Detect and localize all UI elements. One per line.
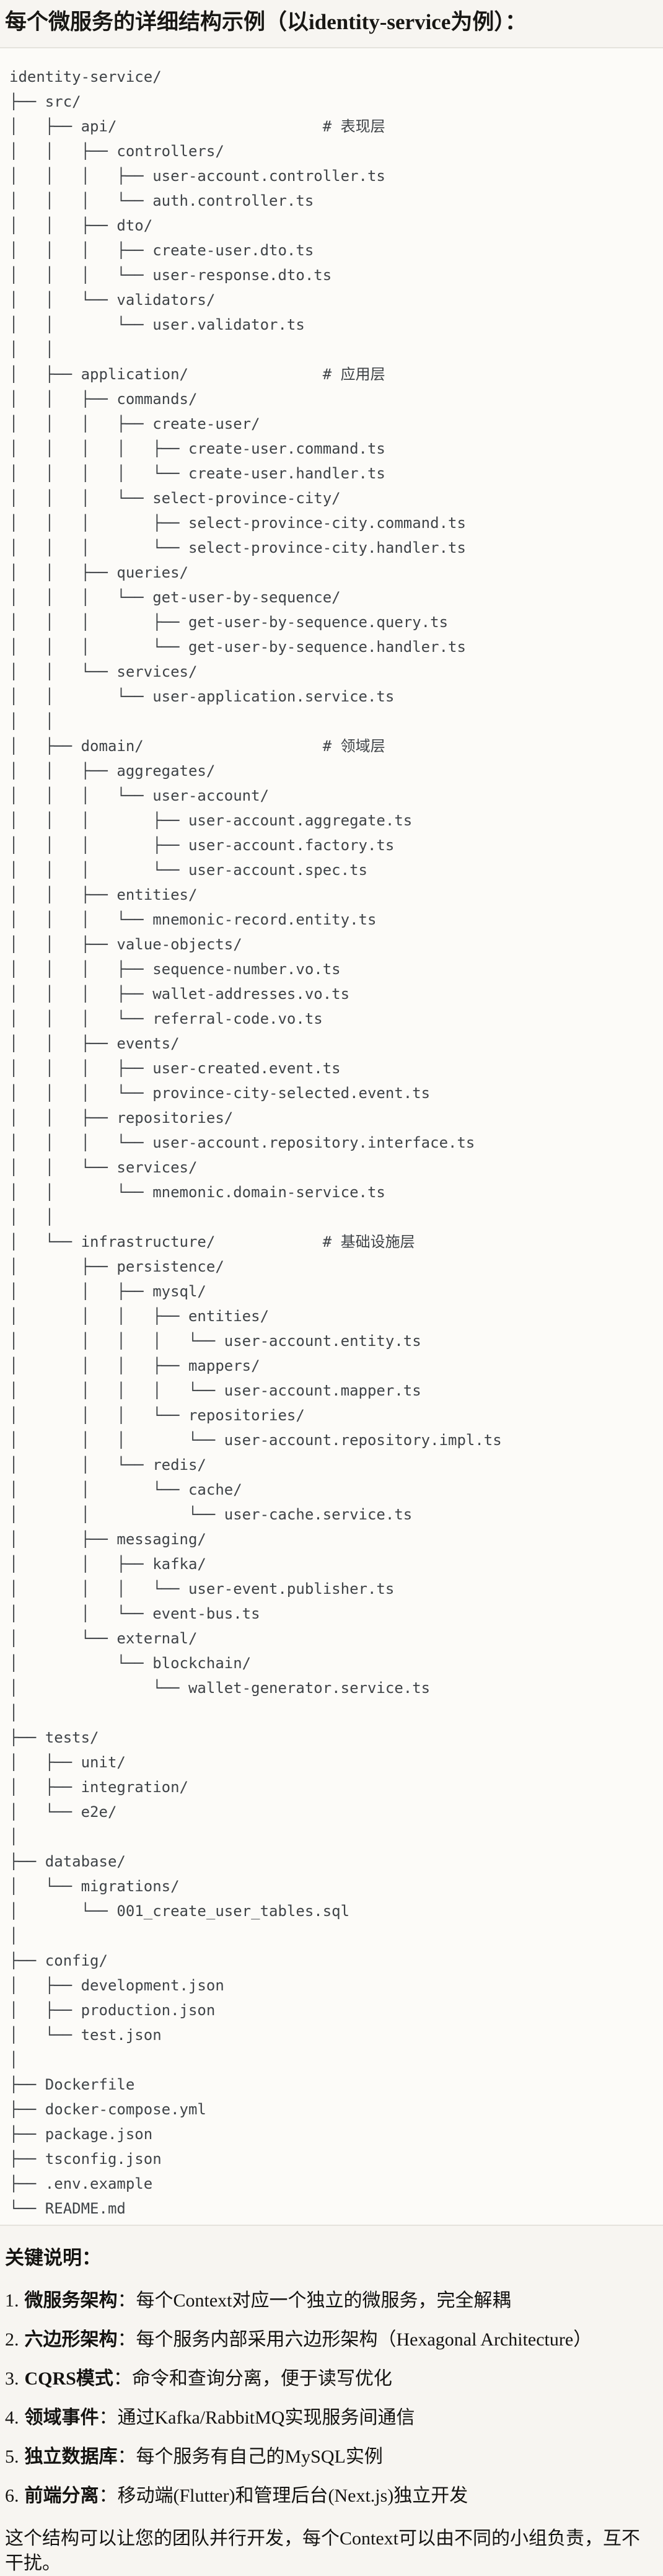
note-item-term: 六边形架构	[24, 2329, 118, 2350]
note-item-term: 前端分离	[24, 2486, 99, 2506]
note-item-description: 每个Context对应一个独立的微服务，完全解耦	[136, 2290, 511, 2311]
note-item-description: 每个服务内部采用六边形架构（Hexagonal Architecture）	[136, 2329, 592, 2350]
note-item-number: 1.	[5, 2290, 19, 2311]
note-item-colon: ：	[99, 2486, 118, 2506]
note-item-term: 领域事件	[24, 2407, 99, 2428]
notes-list: 1.微服务架构：每个Context对应一个独立的微服务，完全解耦 2.六边形架构…	[5, 2289, 656, 2508]
note-item-colon: ：	[99, 2407, 118, 2428]
page-title: 每个微服务的详细结构示例（以identity-service为例）：	[5, 10, 527, 34]
closing-paragraph: 这个结构可以让您的团队并行开发，每个Context可以由不同的小组负责，互不干扰…	[5, 2528, 640, 2574]
note-item: 3.CQRS模式：命令和查询分离，便于读写优化	[5, 2367, 656, 2391]
note-item-number: 6.	[5, 2486, 19, 2506]
key-notes-section: 关键说明： 1.微服务架构：每个Context对应一个独立的微服务，完全解耦 2…	[0, 2226, 663, 2576]
directory-tree: identity-service/ ├── src/ │ ├── api/ # …	[9, 68, 502, 2217]
note-item: 4.领域事件：通过Kafka/RabbitMQ实现服务间通信	[5, 2406, 656, 2430]
document-header: 每个微服务的详细结构示例（以identity-service为例）：	[0, 0, 663, 47]
note-item-description: 命令和查询分离，便于读写优化	[131, 2368, 392, 2389]
note-item-number: 4.	[5, 2407, 19, 2428]
note-item-term: 独立数据库	[24, 2446, 118, 2467]
note-item-colon: ：	[117, 2329, 136, 2350]
note-item: 5.独立数据库：每个服务有自己的MySQL实例	[5, 2445, 656, 2469]
note-item-number: 5.	[5, 2446, 19, 2467]
note-item-number: 2.	[5, 2329, 19, 2350]
note-item-number: 3.	[5, 2368, 19, 2389]
note-item: 1.微服务架构：每个Context对应一个独立的微服务，完全解耦	[5, 2289, 656, 2313]
note-item-description: 通过Kafka/RabbitMQ实现服务间通信	[117, 2407, 415, 2428]
note-item-description: 每个服务有自己的MySQL实例	[136, 2446, 383, 2467]
note-item-colon: ：	[117, 2446, 136, 2467]
note-item-colon: ：	[113, 2368, 132, 2389]
note-item: 6.前端分离：移动端(Flutter)和管理后台(Next.js)独立开发	[5, 2484, 656, 2508]
directory-tree-code-block: identity-service/ ├── src/ │ ├── api/ # …	[0, 47, 663, 2226]
notes-heading: 关键说明：	[5, 2247, 101, 2269]
note-item-colon: ：	[117, 2290, 136, 2311]
note-item: 2.六边形架构：每个服务内部采用六边形架构（Hexagonal Architec…	[5, 2328, 656, 2352]
note-item-term: 微服务架构	[24, 2290, 118, 2311]
note-item-term: CQRS模式	[24, 2368, 113, 2389]
note-item-description: 移动端(Flutter)和管理后台(Next.js)独立开发	[117, 2486, 468, 2506]
